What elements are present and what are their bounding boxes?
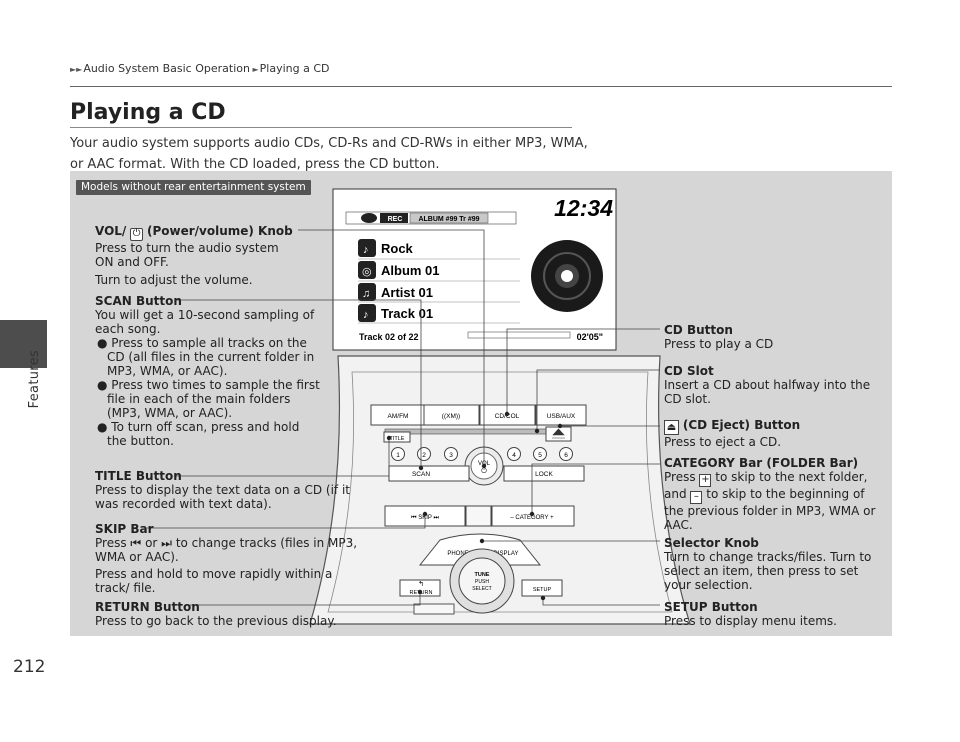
page-number: 212: [13, 657, 46, 677]
category-bar-callout: CATEGORY Bar (FOLDER Bar) Press + to ski…: [664, 456, 876, 532]
phone-label: PHONE: [447, 551, 468, 557]
skip-forward-icon: ⏭: [161, 536, 172, 550]
rec-tag: [380, 213, 408, 223]
select-label: SELECT: [472, 586, 491, 592]
power-icon: ⏻: [130, 228, 144, 241]
xm-label: ((XM)): [442, 413, 460, 420]
scan-bullet: ● To turn off scan, press and hold the b…: [97, 420, 300, 448]
display-rows: ♪ ◎ ♫ ♪: [358, 239, 520, 324]
status-text: ALBUM #99 Tr #99: [418, 216, 479, 223]
return-icon: ↰: [418, 580, 424, 588]
svg-text:♫: ♫: [362, 288, 370, 300]
preset-label: 6: [564, 452, 568, 459]
cd-button-callout: CD Button Press to play a CD: [664, 323, 774, 351]
status-bar: [409, 212, 489, 224]
preset-label: 5: [538, 452, 542, 459]
setup-button-callout: SETUP Button Press to display menu items…: [664, 600, 837, 628]
minus-icon: –: [690, 491, 703, 504]
usb-aux-label: USB/AUX: [547, 413, 576, 420]
lock-button: [503, 465, 585, 482]
page-title: Playing a CD: [70, 100, 226, 125]
title-button-callout: TITLE Button Press to display the text d…: [95, 469, 350, 511]
return-button-callout: RETURN Button Press to go back to the pr…: [95, 600, 337, 628]
display-label: DISPLAY: [494, 551, 519, 557]
cd-status-icon: [361, 213, 377, 223]
category-bar: [491, 505, 575, 527]
vol-knob-callout: VOL/ ⏻ (Power/volume) Knob Press to turn…: [95, 224, 293, 287]
cd-slot-callout: CD Slot Insert a CD about halfway into t…: [664, 364, 871, 406]
track-counter: Track 02 of 22: [359, 332, 419, 342]
track-icon: [358, 304, 376, 322]
genre-icon: [358, 239, 376, 257]
artist-icon: [358, 283, 376, 301]
power-icon: ⏻: [481, 467, 487, 475]
eject-button-callout: ⏏ (CD Eject) Button Press to eject a CD.: [664, 418, 801, 449]
category-label: – CATEGORY +: [510, 515, 554, 521]
album-icon: [358, 261, 376, 279]
skip-back-icon: ⏮: [130, 536, 142, 550]
selector-knob-callout: Selector Knob Turn to change tracks/file…: [664, 536, 872, 592]
display-row-album: Album 01: [381, 263, 440, 278]
breadcrumb-item[interactable]: Playing a CD: [259, 62, 330, 75]
progress-bar: [467, 331, 571, 339]
scan-bullet: ● Press to sample all tracks on the CD (…: [97, 336, 315, 378]
svg-text:♪: ♪: [363, 309, 369, 321]
elapsed-time: 02'05": [577, 332, 603, 342]
breadcrumb: ►►Audio System Basic Operation ►Playing …: [70, 62, 330, 75]
title-button-label: TITLE: [390, 436, 405, 442]
section-tab: [0, 320, 47, 368]
scan-label: SCAN: [412, 471, 430, 478]
preset-label: 2: [422, 452, 426, 459]
skip-bar-callout: SKIP Bar Press ⏮ or ⏭ to change tracks (…: [95, 522, 358, 595]
callout-dots: [386, 411, 563, 601]
svg-text:REC: REC: [388, 216, 403, 223]
display-row-track: Track 01: [381, 306, 433, 321]
breadcrumb-arrow-icon: ►: [249, 65, 259, 74]
callout-leaders: [147, 229, 660, 606]
breadcrumb-arrow-icon: ►►: [70, 65, 83, 74]
preset-label: 4: [512, 452, 516, 459]
selector-knob: [458, 557, 506, 605]
svg-text:♪: ♪: [363, 244, 369, 256]
cd-slot: [384, 428, 561, 435]
eject-icon: ⏏: [664, 420, 679, 435]
preset-label: 1: [396, 452, 400, 459]
setup-button: [521, 579, 563, 597]
plus-icon: +: [699, 474, 712, 487]
breadcrumb-item[interactable]: Audio System Basic Operation: [83, 62, 250, 75]
display-row-artist: Artist 01: [381, 285, 433, 300]
clock: 12:34: [554, 195, 613, 221]
model-badge: Models without rear entertainment system: [76, 180, 311, 195]
svg-text:◎: ◎: [362, 266, 372, 278]
scan-bullet: ● Press two times to sample the first fi…: [97, 378, 320, 420]
title-button: [383, 431, 411, 443]
push-label: PUSH: [475, 579, 489, 585]
title-rule: [70, 127, 572, 128]
tune-label: TUNE: [475, 572, 490, 578]
display-row-genre: Rock: [381, 241, 414, 256]
header-rule: [70, 86, 892, 87]
xm-button: [423, 404, 480, 426]
eject-icon: [552, 428, 565, 439]
am-fm-label: AM/FM: [388, 413, 409, 420]
cd-disc-icon: [531, 240, 603, 312]
cd-col-label: CD/COL: [495, 413, 520, 420]
lock-label: LOCK: [535, 471, 553, 478]
scan-button-callout: SCAN Button You will get a 10-second sam…: [95, 294, 320, 448]
setup-label: SETUP: [533, 587, 552, 593]
intro-text: Your audio system supports audio CDs, CD…: [70, 136, 588, 172]
preset-label: 3: [449, 452, 453, 459]
